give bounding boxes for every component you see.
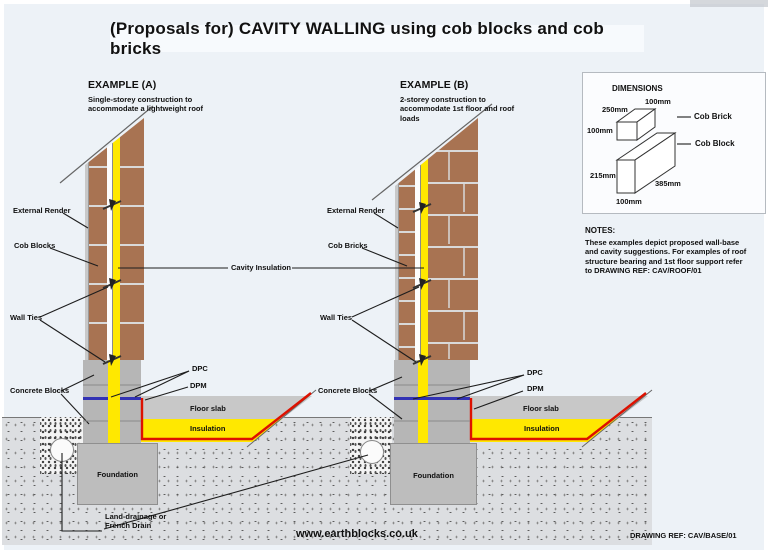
dpc-line-a-outer	[83, 397, 108, 400]
external-render-layer-b	[395, 118, 399, 360]
website-text: www.earthblocks.co.uk	[296, 528, 418, 540]
title-band: (Proposals for) CAVITY WALLING using cob…	[110, 19, 644, 58]
concrete-blocks-outer-b	[394, 360, 418, 443]
floor-slab-label-a: Floor slab	[190, 404, 226, 413]
label-dpm-b: DPM	[527, 384, 544, 393]
cavity-insulation-b	[420, 118, 428, 360]
dimensions-panel	[582, 72, 766, 214]
cob-brick-length-label: 250mm	[602, 105, 628, 114]
example-a-description: Single-storey construction to accommodat…	[88, 95, 204, 114]
cavity-air-gap-a	[107, 118, 112, 360]
concrete-blocks-outer-a	[83, 360, 108, 443]
floor-slab-concrete-b	[470, 396, 648, 419]
insulation-label-a: Insulation	[190, 424, 226, 433]
cob-block-length-label: 385mm	[655, 179, 681, 188]
cob-blocks-inner-leaf-a	[120, 118, 144, 360]
foundation-b	[390, 443, 477, 505]
scan-artifact	[690, 0, 768, 7]
drain-pipe-b	[360, 440, 384, 464]
label-dpm-a: DPM	[190, 381, 207, 390]
label-wall-ties-a: Wall Ties	[10, 313, 43, 322]
label-external-render-b: External Render	[327, 206, 385, 215]
dimensions-title: DIMENSIONS	[612, 84, 663, 93]
cavity-air-gap-b	[415, 118, 420, 360]
label-external-render-a: External Render	[13, 206, 71, 215]
cob-block-label: Cob Block	[695, 139, 735, 148]
concrete-blocks-inner-b	[428, 360, 470, 443]
floor-slab-label-b: Floor slab	[523, 404, 559, 413]
label-concrete-blocks-a: Concrete Blocks	[10, 386, 70, 395]
dpc-line-a-inner	[120, 397, 141, 400]
page-title: (Proposals for) CAVITY WALLING using cob…	[110, 18, 604, 58]
foundation-label-a: Foundation	[97, 470, 138, 479]
notes-heading: NOTES:	[585, 226, 616, 235]
label-dpc-b: DPC	[527, 368, 543, 377]
foundation-label-b: Foundation	[413, 471, 454, 480]
dpc-line-b	[394, 397, 470, 400]
cob-brick-height-label: 100mm	[587, 126, 613, 135]
insulation-label-b: Insulation	[524, 424, 560, 433]
cavity-insulation-base-b	[418, 360, 428, 443]
external-render-layer-a	[85, 118, 89, 360]
cob-brick-label: Cob Brick	[694, 112, 732, 121]
floor-slab-concrete-a	[141, 396, 312, 419]
example-b-heading: EXAMPLE (B)	[400, 79, 469, 91]
notes-body: These examples depict proposed wall-base…	[585, 238, 747, 276]
label-dpc-a: DPC	[192, 364, 208, 373]
label-concrete-blocks-b: Concrete Blocks	[318, 386, 378, 395]
drawing-ref: DRAWING REF: CAV/BASE/01	[630, 531, 737, 540]
cavity-insulation-base-a	[108, 360, 120, 443]
cob-brick-width-label: 100mm	[645, 97, 671, 106]
label-wall-ties-b: Wall Ties	[320, 313, 353, 322]
label-cavity-insulation: Cavity Insulation	[231, 263, 292, 272]
label-cob-bricks-b: Cob Bricks	[328, 241, 368, 250]
concrete-blocks-inner-a	[120, 360, 141, 443]
example-a-heading: EXAMPLE (A)	[88, 79, 157, 91]
drain-pipe-a	[50, 438, 74, 462]
cob-block-width-label: 100mm	[616, 197, 642, 206]
cob-block-height-label: 215mm	[590, 171, 616, 180]
label-cob-blocks-a: Cob Blocks	[14, 241, 56, 250]
cavity-insulation-a	[112, 118, 120, 360]
label-land-drainage: Land-drainage or French Drain	[105, 512, 167, 531]
example-b-description: 2-storey construction to accommodate 1st…	[400, 95, 515, 123]
